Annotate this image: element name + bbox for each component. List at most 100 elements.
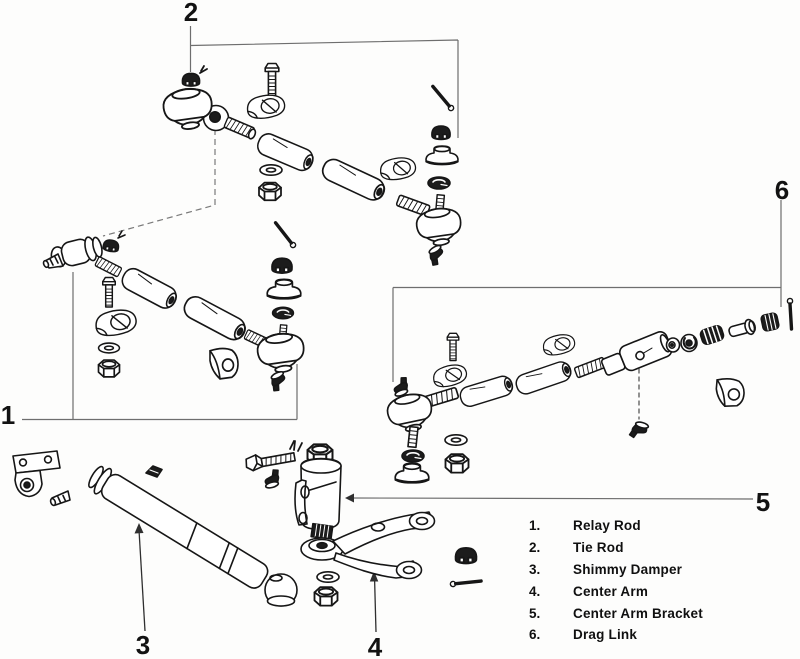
washer	[97, 342, 121, 354]
bracket-eye-hole	[23, 481, 31, 489]
callout-6-leader	[392, 200, 782, 382]
ball-end-skirt	[266, 595, 296, 607]
center-arm-assembly	[300, 433, 483, 607]
cotter-pin	[267, 221, 303, 251]
arm-eye	[408, 511, 436, 531]
hex-nut	[313, 586, 339, 607]
callout-2: 2	[184, 0, 198, 27]
callout-4: 4	[368, 632, 383, 659]
drag-link-assembly	[383, 297, 794, 485]
legend-item-number: 3.	[529, 561, 541, 577]
rod-tube	[457, 373, 516, 410]
center-arm-bracket	[245, 440, 342, 547]
arm-boss-top	[308, 538, 336, 553]
hex-nut	[258, 181, 282, 202]
lock-washer	[271, 306, 295, 320]
dust-cup	[393, 462, 431, 485]
ball-stud	[407, 425, 419, 449]
washer	[316, 570, 340, 584]
joint-stud	[44, 253, 64, 269]
bracket-eye	[19, 477, 35, 493]
arm-eye	[395, 560, 423, 580]
clamp	[93, 306, 139, 339]
bracket-top-flange	[300, 458, 342, 474]
washer	[259, 164, 283, 176]
lock-washer	[427, 176, 451, 190]
rod-tube	[513, 358, 575, 398]
callout-4-arrowhead	[369, 571, 379, 582]
relay-rod-assembly	[42, 221, 308, 393]
leader-lines	[22, 26, 782, 633]
clamp-bolt	[446, 332, 460, 362]
arm-eye-hole	[415, 516, 429, 526]
callout-3-pointer	[138, 529, 146, 632]
bracket-hole	[18, 458, 28, 467]
clamp	[430, 361, 470, 391]
callout-4-pointer	[373, 575, 377, 633]
adjuster-sleeve	[600, 331, 673, 376]
ball-seat	[665, 337, 681, 353]
castellated-nut	[431, 125, 451, 141]
legend-item-number: 4.	[529, 583, 541, 599]
shaft-end	[247, 128, 257, 140]
callout-5: 5	[756, 487, 770, 517]
callout-5-leader	[348, 497, 754, 500]
grease-fitting	[424, 243, 449, 268]
lock-pin-tuft	[289, 440, 303, 452]
arm-eye-hole	[402, 565, 416, 575]
hex-nut	[444, 453, 470, 474]
castellated-nut	[101, 238, 121, 254]
rod-tube	[179, 292, 250, 345]
spring-seat	[680, 333, 698, 353]
legend-item: 4. Center Arm	[529, 580, 769, 602]
grease-fitting	[628, 419, 650, 442]
bracket-bolt	[245, 452, 296, 472]
hex-nut	[97, 359, 121, 378]
damper-body	[88, 465, 269, 589]
callout-6: 6	[775, 175, 789, 205]
clamp-bolt	[102, 276, 116, 308]
castellated-nut	[181, 72, 201, 87]
ear-hole	[300, 485, 310, 499]
legend-item: 1. Relay Rod	[529, 515, 769, 537]
legend-item-number: 2.	[529, 540, 541, 556]
end-plug	[759, 311, 781, 333]
grease-fitting	[266, 369, 290, 393]
rod-tube	[318, 155, 389, 205]
callout-3: 3	[136, 630, 150, 659]
ball-end-cap	[269, 574, 283, 582]
bracket-ear	[294, 479, 308, 526]
dust-boot	[424, 144, 460, 166]
washer	[444, 433, 468, 447]
saddle-clamp	[209, 347, 239, 380]
legend-item-label: Relay Rod	[573, 518, 641, 534]
bracket-hole	[43, 455, 53, 464]
legend-item: 3. Shimmy Damper	[529, 559, 769, 581]
plunger	[726, 317, 758, 341]
ear-hole	[298, 511, 308, 525]
callout-2-leader	[189, 26, 459, 138]
clamp	[245, 92, 287, 122]
callout-3-arrowhead	[134, 523, 144, 534]
cotter-pin-small	[199, 65, 208, 74]
stud-tip	[49, 497, 57, 507]
arm-boss-hole	[316, 541, 328, 550]
tie-rod-assembly	[160, 62, 465, 268]
rod-end-eye-hole	[209, 111, 222, 124]
bracket-detail-line	[309, 481, 337, 491]
shimmy-damper-assembly	[12, 450, 298, 607]
spring	[698, 323, 726, 347]
clamp-bolt	[264, 62, 280, 97]
legend-item-label: Shimmy Damper	[573, 561, 683, 577]
castellated-nut	[271, 257, 293, 275]
lock-washer	[401, 449, 425, 463]
rod-tube	[118, 264, 181, 313]
cotter-pin	[447, 567, 483, 597]
splined-shaft	[310, 522, 334, 541]
legend-item-number: 5.	[529, 605, 541, 621]
legend-item-label: Drag Link	[573, 627, 638, 643]
cotter-pin	[424, 84, 461, 114]
parts-legend: 1. Relay Rod 2. Tie Rod 3. Shimmy Damper…	[529, 515, 769, 646]
